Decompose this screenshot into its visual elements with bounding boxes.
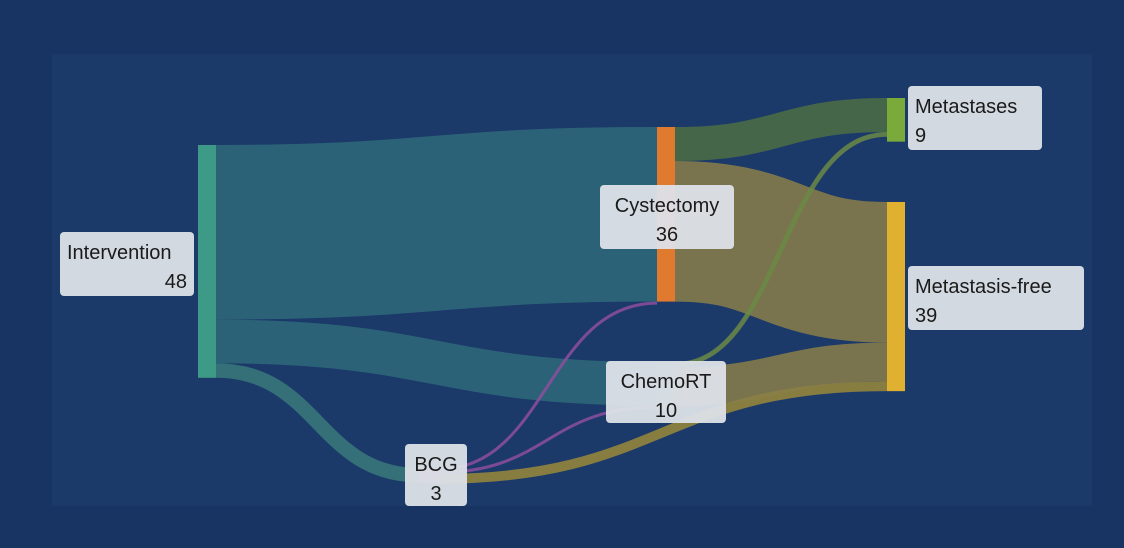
node-name-chemort: ChemoRT — [621, 371, 712, 393]
link-intervention-to-cystectomy — [215, 127, 658, 320]
node-value-cystectomy: 36 — [656, 224, 678, 246]
link-bcg-to-metastasis_free — [437, 381, 888, 484]
node-bar-metastases — [887, 98, 905, 142]
node-label-box-cystectomy — [600, 185, 734, 249]
node-label-bcg: BCG 3 — [405, 444, 467, 506]
node-value-chemort: 10 — [655, 400, 677, 422]
node-label-chemort: ChemoRT 10 — [606, 361, 726, 423]
link-bcg-to-cystectomy — [437, 301, 658, 471]
link-chemort-to-metastases — [674, 131, 888, 367]
link-intervention-to-chemort — [215, 319, 658, 406]
node-value-intervention: 48 — [165, 271, 187, 293]
node-label-intervention: Intervention 48 — [60, 232, 194, 296]
node-value-metastasis_free: 39 — [915, 305, 937, 327]
node-label-box-metastasis_free — [908, 266, 1084, 330]
node-label-box-chemort — [606, 361, 726, 423]
node-value-metastases: 9 — [915, 125, 926, 147]
node-value-bcg: 3 — [430, 483, 441, 505]
node-label-box-bcg — [405, 444, 467, 506]
node-bar-metastasis_free — [887, 202, 905, 392]
node-label-metastasis_free: Metastasis-free 39 — [908, 266, 1084, 330]
link-intervention-to-bcg — [215, 363, 421, 483]
node-label-metastases: Metastases 9 — [908, 86, 1042, 150]
node-name-cystectomy: Cystectomy — [615, 195, 719, 217]
node-label-cystectomy: Cystectomy 36 — [600, 185, 734, 249]
node-label-box-intervention — [60, 232, 194, 296]
link-cystectomy-to-metastases — [674, 98, 888, 161]
node-bar-intervention — [198, 145, 216, 378]
node-name-metastases: Metastases — [915, 96, 1017, 118]
node-name-intervention: Intervention — [67, 242, 172, 264]
node-name-bcg: BCG — [414, 454, 457, 476]
node-name-metastasis_free: Metastasis-free — [915, 276, 1052, 298]
node-label-box-metastases — [908, 86, 1042, 150]
